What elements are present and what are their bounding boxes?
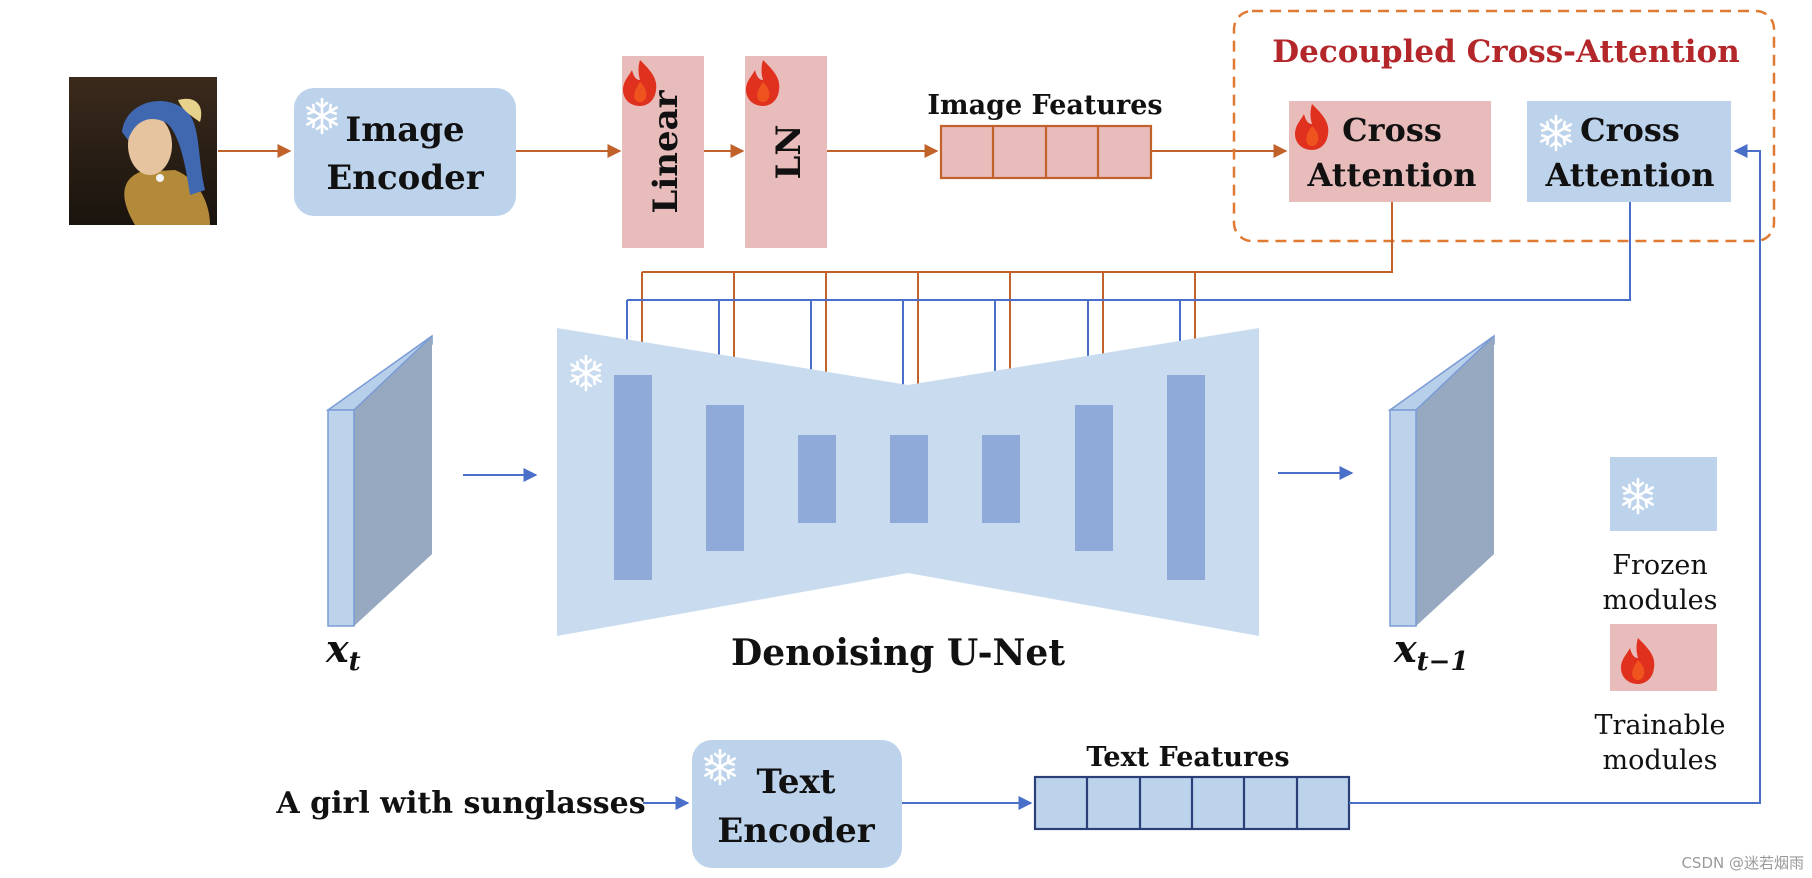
watermark: CSDN @迷若烟雨 — [1681, 854, 1804, 872]
text-encoder-block: Text Encoder — [692, 740, 902, 868]
legend-frozen-line2: modules — [1602, 585, 1717, 616]
image-encoder-block: Image Encoder — [294, 88, 516, 216]
noisy-latent-xt — [325, 334, 433, 627]
unet-block — [890, 435, 928, 523]
text-encoder-line1: Text — [756, 762, 835, 802]
denoising-unet — [557, 328, 1259, 636]
denoised-latent-xt1 — [1387, 334, 1495, 627]
cross-attn-trainable-line2: Attention — [1307, 156, 1477, 194]
arrow-text-features-to-cross — [1349, 144, 1761, 804]
legend-frozen-line1: Frozen — [1612, 550, 1708, 581]
svg-text:xt−1: xt−1 — [1393, 626, 1469, 677]
legend-trainable-line1: Trainable — [1594, 710, 1725, 741]
text-features-label: Text Features — [1086, 742, 1289, 773]
decoupled-title: Decoupled Cross-Attention — [1272, 34, 1740, 70]
unet-block — [1167, 375, 1205, 580]
legend: Frozen modules Trainable modules — [1594, 457, 1726, 776]
cross-attention-trainable: Cross Attention — [1289, 101, 1491, 202]
text-features-block: Text Features — [1033, 742, 1351, 831]
svg-text:xt: xt — [325, 626, 361, 677]
input-text-prompt: A girl with sunglasses — [275, 786, 645, 821]
decoupled-cross-attention-frame — [1232, 9, 1776, 243]
unet-label: Denoising U-Net — [731, 632, 1065, 674]
image-encoder-line2: Encoder — [326, 158, 484, 198]
legend-trainable-line2: modules — [1602, 745, 1717, 776]
image-features-label: Image Features — [927, 90, 1162, 121]
cross-attn-trainable-line1: Cross — [1342, 111, 1442, 149]
unet-block — [982, 435, 1020, 523]
cross-attention-frozen: Cross Attention — [1527, 101, 1731, 202]
ln-block: LN — [745, 56, 827, 248]
image-features-block: Image Features — [927, 90, 1163, 180]
xt1-label: xt−1 — [1393, 626, 1469, 677]
unet-block — [706, 405, 744, 551]
unet-block — [1075, 405, 1113, 551]
linear-block: Linear — [622, 56, 704, 248]
legend-frozen-swatch — [1610, 457, 1717, 531]
ln-label: LN — [769, 125, 809, 180]
text-encoder-line2: Encoder — [717, 811, 875, 851]
cross-attn-frozen-line2: Attention — [1545, 156, 1715, 194]
xt-label: xt — [325, 626, 361, 677]
image-encoder-line1: Image — [345, 110, 464, 150]
cross-attn-frozen-line1: Cross — [1580, 111, 1680, 149]
input-portrait-image — [69, 77, 217, 225]
unet-block — [798, 435, 836, 523]
linear-label: Linear — [646, 89, 686, 213]
unet-block — [614, 375, 652, 580]
